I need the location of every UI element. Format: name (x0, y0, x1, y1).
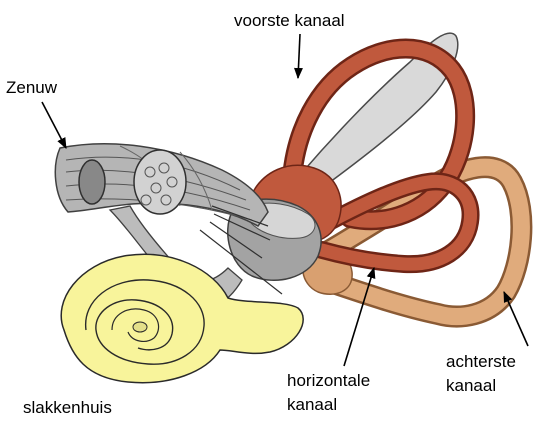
label-posterior-canal-line2: kanaal (446, 374, 516, 398)
nerve-cut-end-2 (134, 150, 186, 214)
label-cochlea: slakkenhuis (23, 398, 112, 418)
nerve-cut-end-1 (79, 160, 105, 204)
cochlea-apex (133, 322, 147, 332)
label-horizontal-canal-line1: horizontale (287, 369, 370, 393)
label-nerve: Zenuw (6, 78, 57, 98)
posterior-canal-arrow (504, 292, 528, 346)
anterior-canal-arrow (298, 34, 300, 78)
label-posterior-canal-line1: achterste (446, 350, 516, 374)
label-posterior-canal: achterste kanaal (446, 350, 516, 398)
label-horizontal-canal-line2: kanaal (287, 393, 370, 417)
label-anterior-canal: voorste kanaal (234, 11, 345, 31)
nerve-arrow (42, 102, 66, 148)
label-horizontal-canal: horizontale kanaal (287, 369, 370, 417)
